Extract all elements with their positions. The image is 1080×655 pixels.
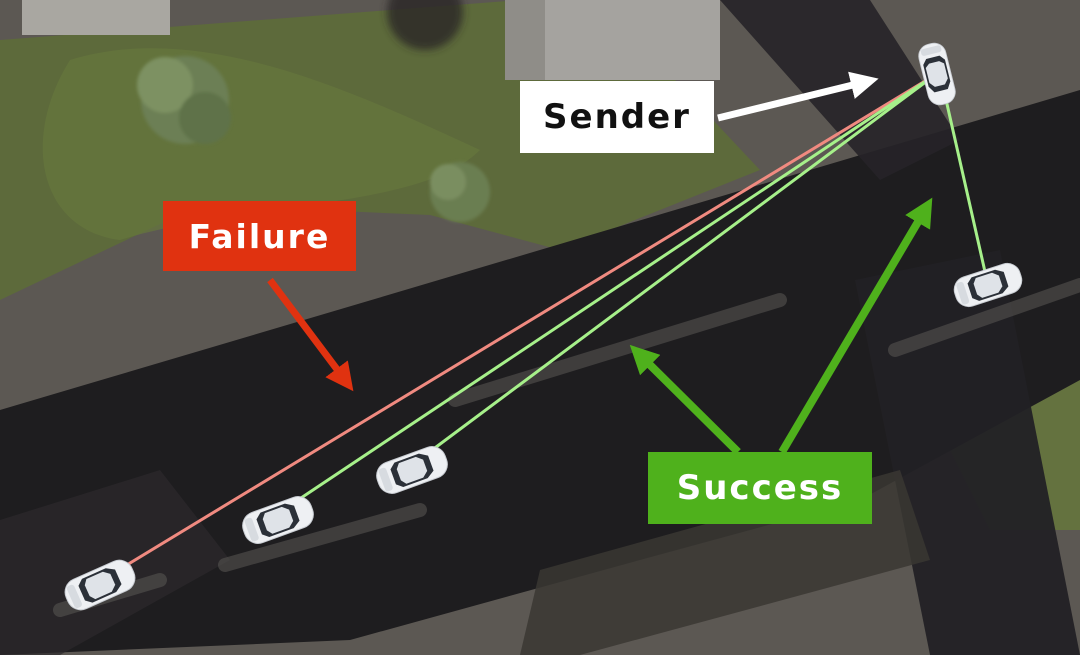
link-failure [100,73,937,582]
sender-arrow [717,71,879,122]
link-success [278,73,937,514]
success-label: Success [648,452,872,524]
communication-links [100,73,990,582]
link-success [940,80,990,287]
tree [137,56,231,144]
sender-label: Sender [520,81,714,153]
link-success [410,73,937,467]
success-arrow [778,197,933,455]
building [22,0,170,35]
failure-label: Failure [163,201,356,271]
tree [430,162,490,222]
success-arrow [629,344,741,455]
failure-arrow [267,277,354,392]
